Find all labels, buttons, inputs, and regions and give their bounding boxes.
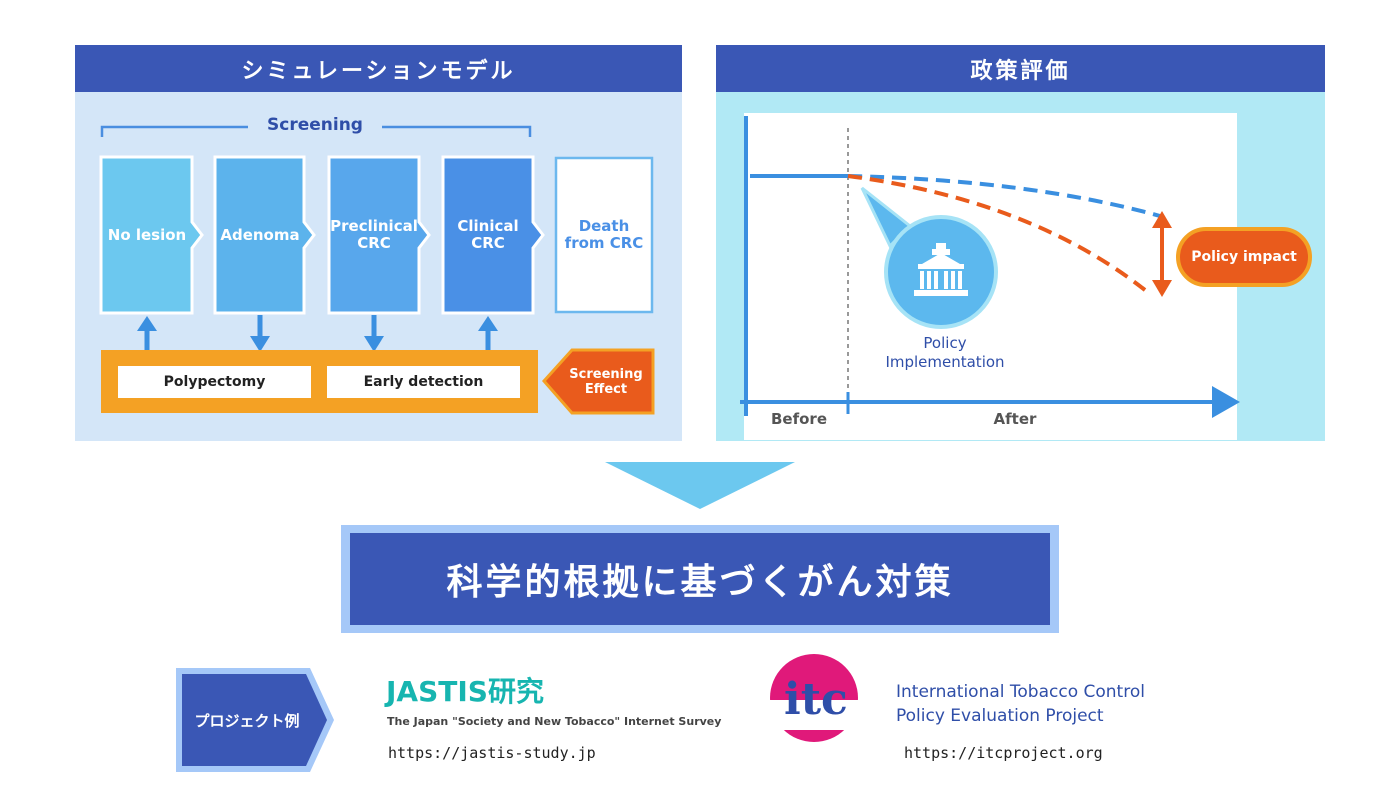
building-icon: [914, 243, 968, 296]
stage-no-lesion: No lesion: [107, 225, 187, 244]
screening-label: Screening: [267, 115, 363, 135]
stage-adenoma-box: [213, 155, 316, 315]
screening-bracket: [100, 125, 532, 137]
policy-impact-label: Policy impact: [1191, 249, 1297, 265]
arrow-up-no-lesion: [137, 316, 157, 331]
x-axis-arrowhead: [1212, 386, 1240, 418]
stage-death-from-crc: Death from CRC: [564, 217, 644, 252]
flow-arrows: [137, 315, 498, 352]
policy-title: 政策評価: [716, 45, 1325, 92]
itc-name-line1: International Tobacco Control: [896, 682, 1145, 702]
policy-implementation-label: Policy Implementation: [885, 334, 1005, 371]
itc-logo-text: itc: [784, 674, 848, 725]
policy-trend: [847, 174, 1147, 292]
policy-impact-pill: [1176, 227, 1312, 287]
stage-clinical-crc: Clinical CRC: [457, 217, 519, 252]
screening-effect-arrow: [541, 348, 655, 415]
itc-url[interactable]: https://itcproject.org: [904, 744, 1103, 762]
simulation-title: シミュレーションモデル: [75, 45, 682, 92]
arrow-down-adenoma: [250, 336, 270, 352]
projects-label: プロジェクト例: [194, 711, 300, 730]
after-label: After: [993, 410, 1037, 428]
itc-name-line2: Policy Evaluation Project: [896, 706, 1104, 726]
impact-arrow: [1152, 211, 1172, 297]
stage-death-box: [554, 156, 654, 314]
stage-clinical-box: [441, 155, 545, 315]
jastis-subtitle: The Japan "Society and New Tobacco" Inte…: [387, 715, 722, 728]
stage-preclinical-crc: Preclinical CRC: [330, 217, 418, 252]
conclusion-title: 科学的根拠に基づくがん対策: [350, 533, 1050, 625]
jastis-logo: JASTIS研究: [386, 675, 544, 708]
early-detection-box: Early detection: [327, 366, 520, 398]
polypectomy-box: Polypectomy: [118, 366, 311, 398]
stage-no-lesion-box: [99, 155, 204, 315]
jastis-url[interactable]: https://jastis-study.jp: [388, 744, 596, 762]
screening-effect-label: Screening Effect: [569, 366, 643, 397]
before-label: Before: [770, 410, 827, 428]
implementation-bubble: [884, 215, 998, 329]
arrow-up-clinical: [478, 316, 498, 331]
stage-preclinical-box: [327, 155, 431, 315]
stage-adenoma: Adenoma: [220, 225, 300, 244]
arrow-down-preclinical: [364, 336, 384, 352]
no-policy-trend: [847, 174, 1161, 218]
